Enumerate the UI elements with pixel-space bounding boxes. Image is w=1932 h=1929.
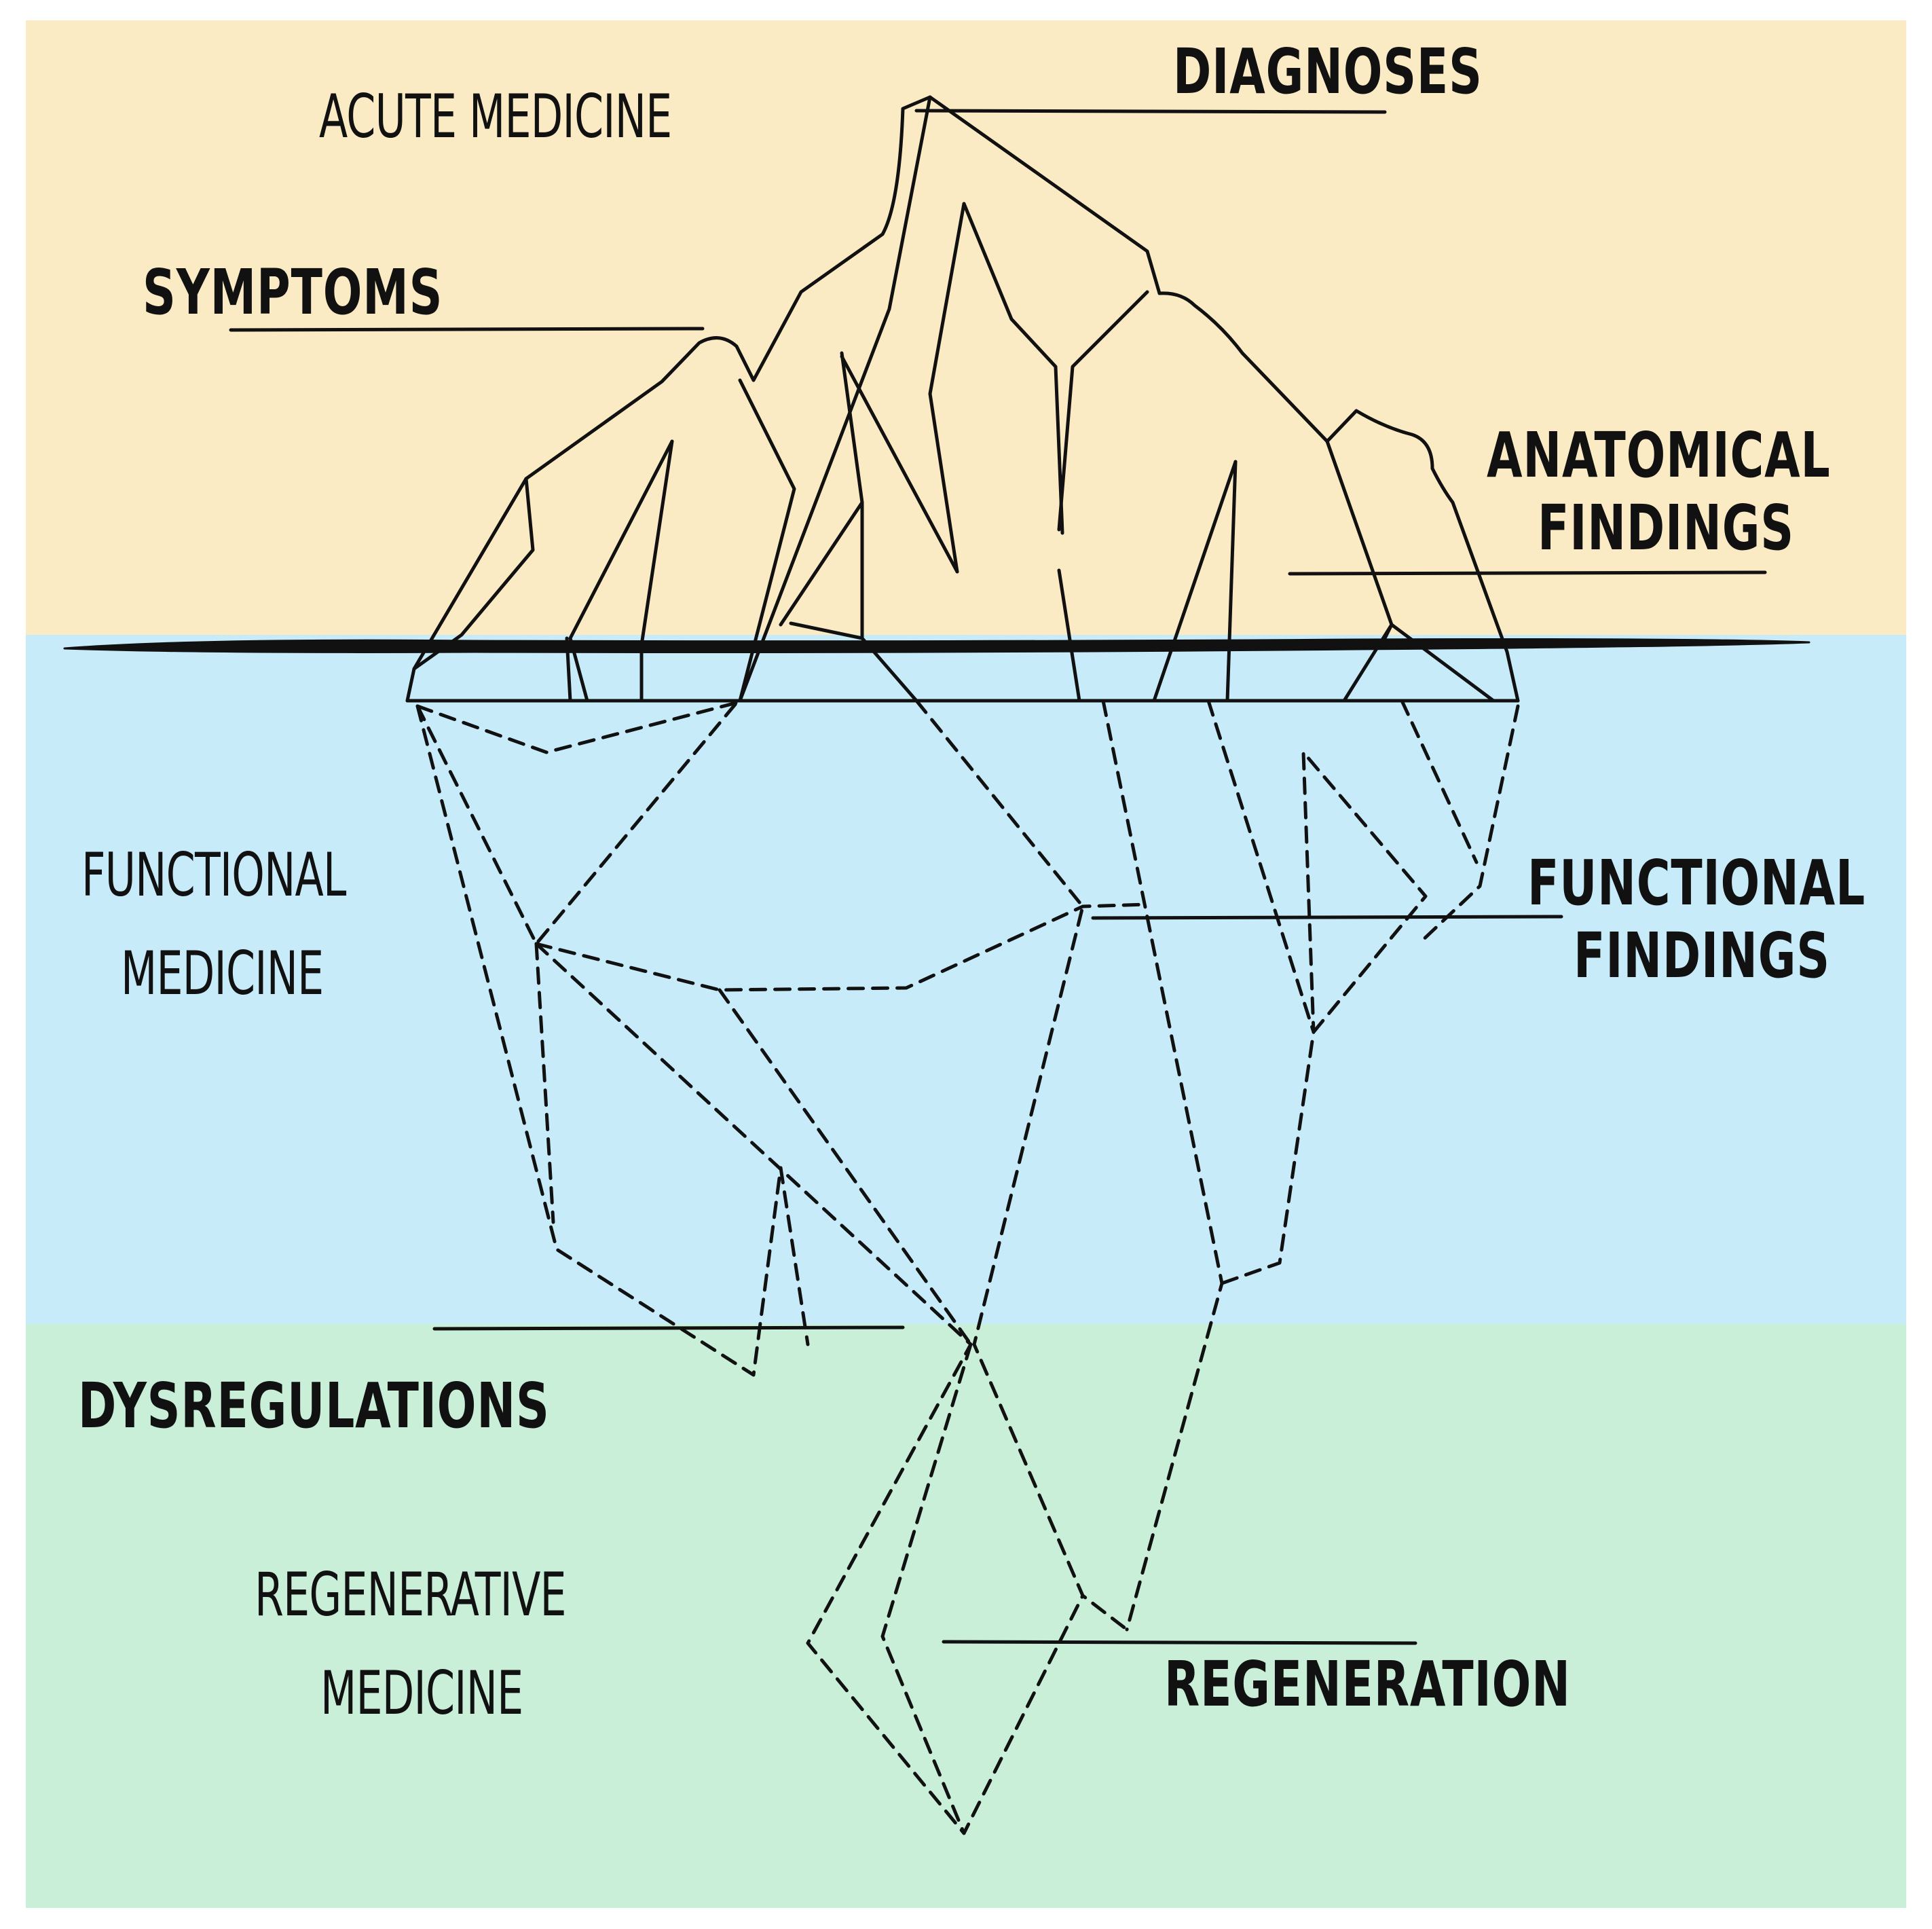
label-functional-findings-line1: FUNCTIONAL [1527, 847, 1866, 919]
label-functional-medicine-line1: FUNCTIONAL [81, 840, 346, 910]
label-regeneration: REGENERATION [1164, 1648, 1571, 1721]
waterline [63, 638, 1810, 653]
iceberg-submerged [415, 699, 1520, 1835]
label-symptoms: SYMPTOMS [143, 256, 443, 329]
label-functional-medicine-line2: MEDICINE [121, 938, 324, 1008]
deep-band [26, 1324, 1906, 1908]
iceberg-top [405, 95, 1520, 703]
leader-lines [229, 109, 1767, 1645]
underwater-band [26, 635, 1906, 1324]
label-functional-findings-line2: FINDINGS [1574, 919, 1830, 992]
label-acute-medicine: ACUTE MEDICINE [319, 81, 672, 151]
label-regenerative-medicine-line2: MEDICINE [320, 1658, 523, 1728]
label-dysregulations: DYSREGULATIONS [78, 1370, 550, 1442]
label-anatomical-findings-line2: FINDINGS [1538, 492, 1794, 564]
label-diagnoses: DIAGNOSES [1173, 35, 1483, 108]
label-regenerative-medicine-line1: REGENERATIVE [255, 1560, 567, 1630]
label-anatomical-findings-line1: ANATOMICAL [1487, 419, 1831, 492]
